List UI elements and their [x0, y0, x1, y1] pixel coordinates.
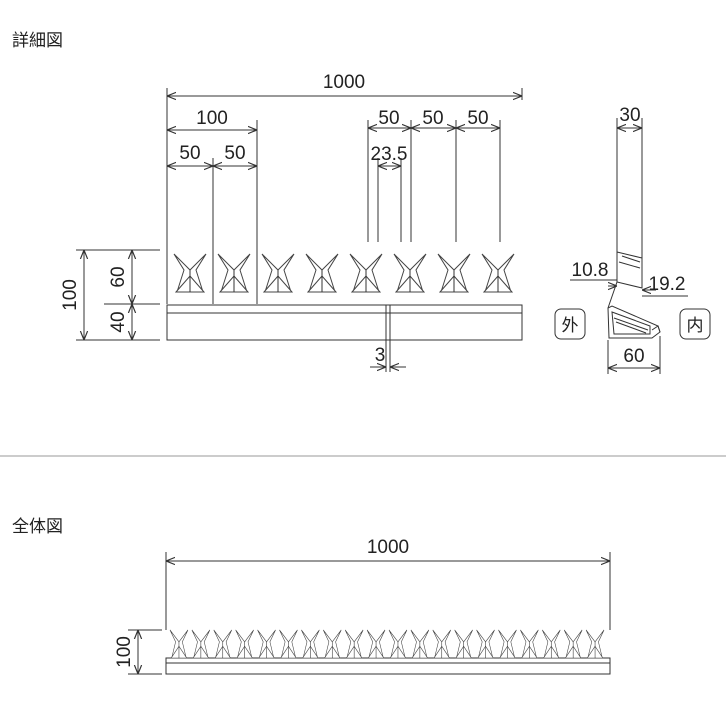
overview-spike: [410, 629, 430, 659]
overview-spike: [235, 629, 254, 659]
overview-spike: [213, 629, 233, 659]
base-rail: [166, 304, 523, 341]
section-profile: [607, 251, 661, 339]
dim-overview-width: 1000: [367, 537, 409, 558]
overview-spike: [279, 629, 298, 659]
dim-right-2: 50: [422, 108, 443, 129]
overview-spike: [169, 629, 189, 659]
dim-right-3: 50: [467, 108, 488, 129]
overview-spike: [388, 629, 408, 659]
dim-height-total: 100: [60, 279, 81, 311]
outside-label-box: [554, 308, 586, 340]
overview-base-rail: [165, 657, 611, 675]
dim-slit: 3: [375, 345, 386, 366]
overview-spike: [520, 629, 539, 659]
overview-spike-row: [169, 629, 605, 659]
inside-label-box: [679, 308, 711, 340]
overview-spike: [301, 629, 320, 659]
overview-spike: [366, 629, 386, 659]
inside-label: 内: [687, 316, 704, 336]
dim-right-1: 50: [378, 108, 399, 129]
dim-height-base: 40: [108, 311, 129, 332]
dim-pitch-a: 50: [179, 143, 200, 164]
dim-left-offset: 10.8: [572, 260, 609, 281]
dim-overview-height: 100: [114, 636, 135, 668]
overview-spike: [344, 629, 364, 659]
dim-height-spike: 60: [108, 266, 129, 287]
detail-title: 詳細図: [12, 31, 63, 51]
overview-spike: [257, 629, 276, 659]
overview-spike: [191, 629, 211, 659]
overview-title: 全体図: [12, 517, 63, 537]
dim-gap: 23.5: [371, 144, 408, 165]
overview-spike: [563, 629, 583, 659]
dim-top-width: 30: [619, 105, 640, 126]
overview-spike: [541, 629, 561, 659]
overview-spike: [498, 629, 517, 659]
dim-pitch-b: 50: [224, 143, 245, 164]
dim-overall: 1000: [323, 72, 365, 93]
overview-spike: [585, 629, 605, 659]
outside-label: 外: [562, 316, 579, 336]
dim-pitch-pair: 100: [196, 108, 228, 129]
spike-row: [173, 253, 515, 293]
overview-spike: [454, 629, 473, 659]
overview-spike: [476, 629, 495, 659]
overview-spike: [432, 629, 452, 659]
dim-base-width: 60: [623, 346, 644, 367]
overview-spike: [322, 629, 342, 659]
dim-right-offset: 19.2: [649, 274, 686, 295]
